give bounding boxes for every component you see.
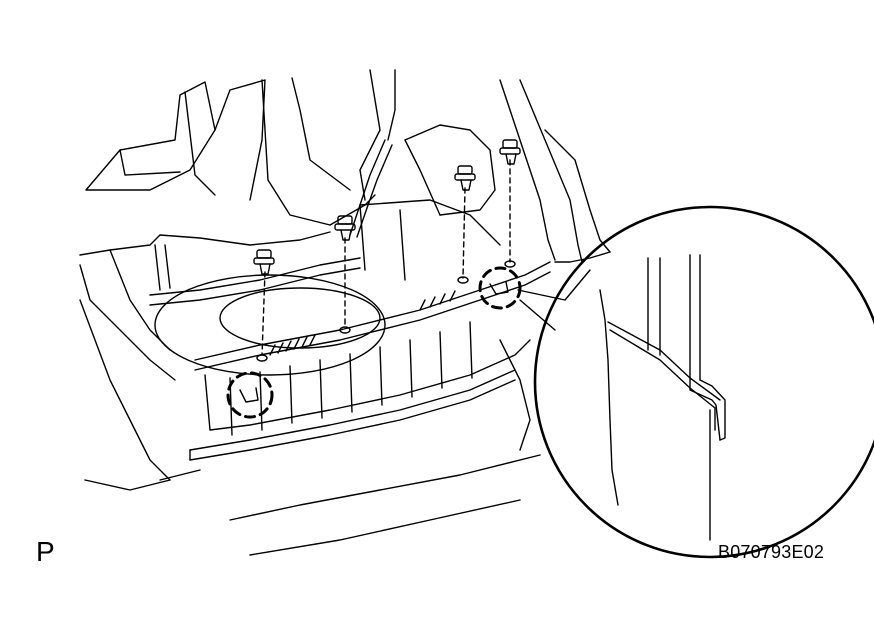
claw-details — [239, 281, 509, 403]
callout-leader — [517, 269, 591, 331]
clip-2 — [334, 215, 356, 241]
figure-code: B070793E02 — [718, 542, 825, 562]
clip-3 — [454, 165, 476, 191]
clip-4 — [499, 139, 521, 165]
view-label: P — [36, 536, 55, 567]
clip-1 — [253, 249, 275, 275]
clip-holes — [256, 260, 516, 362]
magnifier-callout-icon — [533, 205, 874, 559]
rear-floor-trim-panel — [189, 261, 551, 461]
dashed-circle-icon — [226, 266, 522, 419]
clip-icon — [253, 139, 521, 275]
clip-install-lines — [261, 159, 511, 356]
